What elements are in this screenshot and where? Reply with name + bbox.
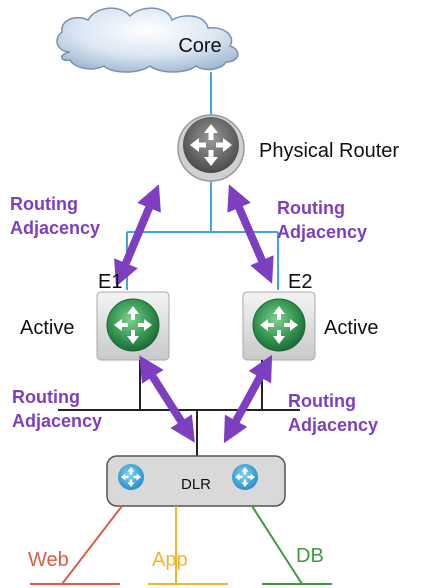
adjacency-label-line: Routing bbox=[277, 198, 345, 218]
db-segment-label: DB bbox=[296, 545, 324, 567]
adjacency-label-line: Routing bbox=[12, 387, 80, 407]
adjacency-arrow-top-left bbox=[114, 184, 161, 287]
edge2-name: E2 bbox=[288, 271, 312, 293]
core-cloud bbox=[56, 7, 239, 73]
adjacency-label-top-left: Routing Adjacency bbox=[10, 194, 100, 238]
adjacency-label-line: Routing bbox=[288, 391, 356, 411]
dlr-label: DLR bbox=[181, 476, 211, 493]
edge1-name: E1 bbox=[98, 271, 122, 293]
adjacency-label-line: Adjacency bbox=[12, 411, 102, 431]
adjacency-label-line: Adjacency bbox=[288, 415, 378, 435]
app-segment-label: App bbox=[152, 549, 188, 571]
edge2-state: Active bbox=[324, 317, 378, 339]
adjacency-label-top-right: Routing Adjacency bbox=[277, 198, 367, 242]
adjacency-arrow-top-right bbox=[227, 184, 274, 284]
edge1-router-icon bbox=[96, 291, 170, 361]
web-segment-label: Web bbox=[28, 549, 69, 571]
edge1-state: Active bbox=[20, 317, 74, 339]
adjacency-arrow-bottom-left bbox=[139, 355, 195, 443]
edge2-router-icon bbox=[242, 291, 316, 361]
physical-router-label: Physical Router bbox=[259, 140, 399, 162]
core-label: Core bbox=[178, 35, 221, 57]
adjacency-arrow-bottom-right bbox=[223, 354, 273, 444]
adjacency-label-line: Routing bbox=[10, 194, 78, 214]
adjacency-label-bottom-right: Routing Adjacency bbox=[288, 391, 378, 435]
adjacency-label-line: Adjacency bbox=[10, 218, 100, 238]
adjacency-label-line: Adjacency bbox=[277, 222, 367, 242]
db-segment-line bbox=[251, 505, 303, 585]
dlr-router-icon-left bbox=[118, 464, 144, 490]
web-segment-line bbox=[61, 505, 123, 585]
dlr-router-icon-right bbox=[232, 464, 258, 490]
adjacency-label-bottom-left: Routing Adjacency bbox=[12, 387, 102, 431]
physical-router-icon bbox=[177, 114, 245, 182]
